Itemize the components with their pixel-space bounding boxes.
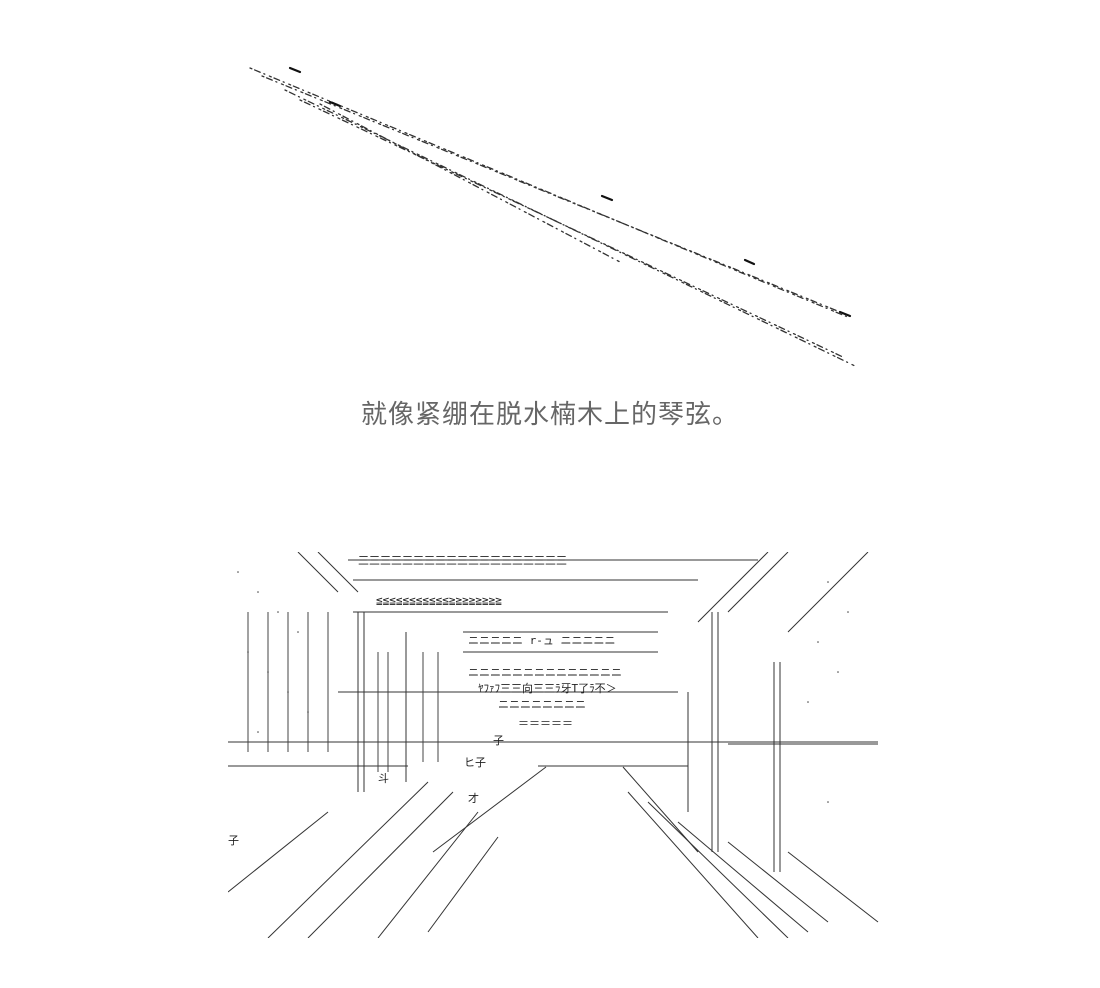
ascii-row: 斗 bbox=[378, 772, 389, 785]
ascii-row: ＝＝＝＝＝ bbox=[518, 717, 573, 730]
streak-line bbox=[261, 75, 841, 313]
ascii-art-illustration: 三三三三三三三三三三三三三三三三三三三 ≦≦≦≦≦≦≦≦≦≦≦≧≧≧≧≧≧≧≧ … bbox=[227, 551, 880, 939]
ascii-row: 才 bbox=[468, 791, 479, 805]
streak-line bbox=[319, 103, 621, 263]
ascii-row: 子 bbox=[228, 834, 239, 847]
ascii-row: ニニニニニニニニニニニニニニ bbox=[468, 666, 622, 679]
ascii-row: ニニニニニニニニ bbox=[498, 698, 586, 711]
streak-line bbox=[299, 99, 846, 359]
ascii-row: 子 bbox=[493, 734, 504, 747]
ascii-row: ﾔﾌｧﾌ三三向三三ﾗ牙T了ﾗ不＞ bbox=[478, 681, 617, 695]
caption-text: 就像紧绷在脱水楠木上的琴弦。 bbox=[360, 400, 739, 430]
ascii-row: ≦≦≦≦≦≦≦≦≦≦≦≧≧≧≧≧≧≧≧ bbox=[376, 594, 502, 607]
ascii-row: 三三三三三三三三三三三三三三三三三三三 bbox=[358, 554, 567, 567]
diagonal-streaks-illustration bbox=[0, 0, 1100, 380]
ascii-row: ニニニニニ r-ュ ニニニニニ bbox=[468, 634, 616, 647]
streak-line bbox=[249, 67, 851, 319]
ascii-row: ヒ子 bbox=[464, 756, 486, 769]
